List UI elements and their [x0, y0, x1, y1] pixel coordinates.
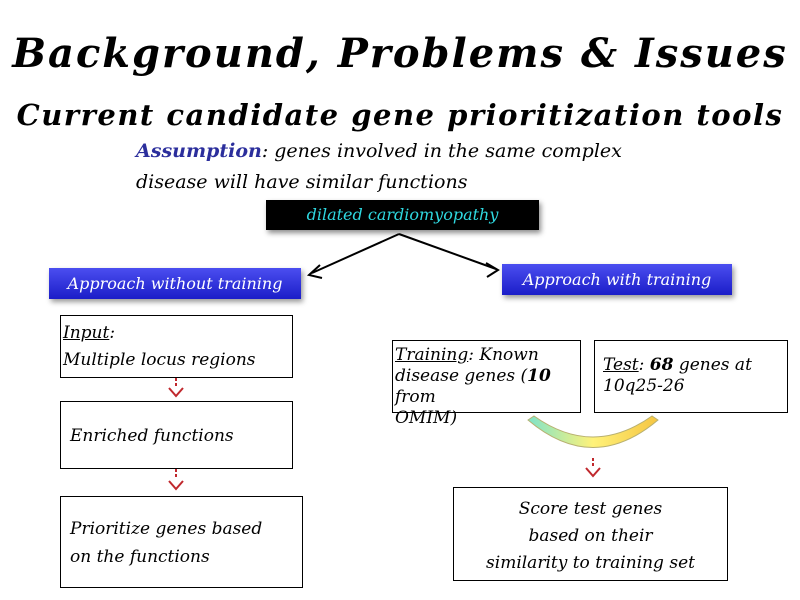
- training-text2: disease genes (: [395, 366, 528, 386]
- input-label: Input: [63, 323, 110, 343]
- enriched-functions-box: Enriched functions: [60, 401, 293, 469]
- branch-arrows: [306, 233, 500, 279]
- enriched-functions-text: Enriched functions: [70, 426, 234, 446]
- result-line3: similarity to training set: [486, 553, 695, 573]
- input-colon: :: [109, 323, 116, 343]
- result-line2: based on their: [528, 526, 653, 546]
- slide-title: Background, Problems & Issues: [12, 30, 788, 77]
- training-text3: from: [395, 387, 436, 407]
- result-line1: Score test genes: [518, 499, 663, 519]
- right-down-arrow: [585, 458, 601, 478]
- prioritize-genes-box: Prioritize genes based on the functions: [60, 496, 303, 588]
- test-box: Test: 68 genes at 10q25-26: [594, 340, 788, 413]
- assumption-line2: disease will have similar functions: [136, 171, 468, 193]
- assumption-line1: : genes involved in the same complex: [261, 140, 622, 162]
- prioritize-line2: on the functions: [70, 547, 210, 567]
- input-text: Multiple locus regions: [63, 350, 256, 370]
- training-count: 10: [527, 366, 551, 386]
- approach-with-training-header: Approach with training: [502, 264, 732, 295]
- input-box: Input: Multiple locus regions: [60, 315, 293, 378]
- assumption-text: Assumption: genes involved in the same c…: [136, 136, 656, 198]
- approach-without-training-header: Approach without training: [49, 268, 301, 299]
- root-disease-box: dilated cardiomyopathy: [266, 200, 539, 230]
- assumption-label: Assumption: [136, 140, 262, 162]
- left-down-arrow-2: [168, 469, 184, 491]
- training-box: Training: Known disease genes (10 from O…: [392, 340, 581, 428]
- training-label: Training: [395, 345, 469, 365]
- score-test-genes-box: Score test genes based on their similari…: [453, 487, 728, 581]
- test-count: 68: [649, 355, 674, 375]
- test-text2: 10q25-26: [603, 376, 685, 396]
- prioritize-line1: Prioritize genes based: [70, 519, 263, 539]
- slide-subtitle: Current candidate gene prioritization to…: [16, 98, 784, 132]
- training-text4: OMIM): [395, 408, 458, 428]
- test-label: Test: [603, 355, 639, 375]
- training-text1: : Known: [468, 345, 539, 365]
- merge-arc: [527, 415, 659, 448]
- test-colon: :: [638, 355, 650, 375]
- test-text1: genes at: [673, 355, 752, 375]
- left-down-arrow-1: [168, 378, 184, 398]
